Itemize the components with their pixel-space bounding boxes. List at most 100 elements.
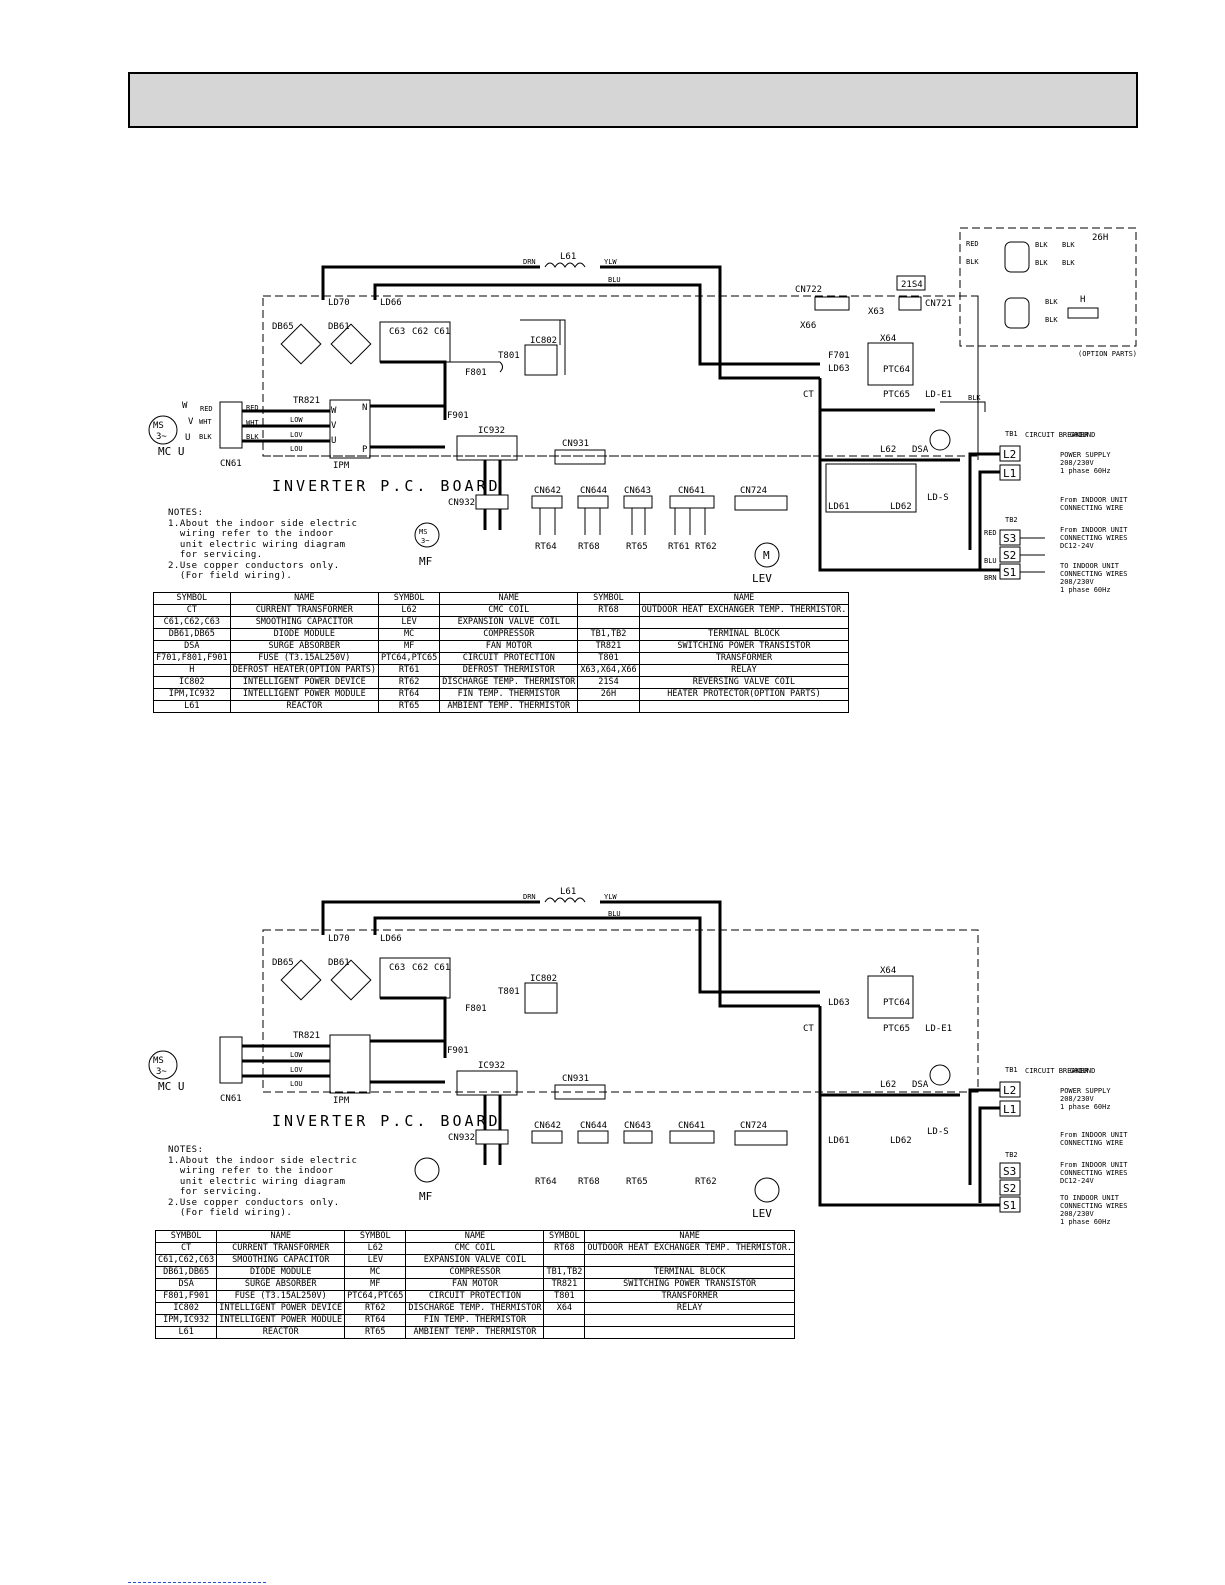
- lev-m-text: M: [763, 549, 770, 562]
- table-cell: DIODE MODULE: [216, 1266, 346, 1279]
- mc-ms-text-2: MS: [153, 1056, 164, 1066]
- cn642-connector: [531, 495, 563, 509]
- indoor2-label: From INDOOR UNIT: [1060, 526, 1128, 534]
- ground-label-2: GROUND: [1070, 1067, 1095, 1075]
- table-cell: TB1,TB2: [577, 628, 640, 641]
- cn642-label: CN642: [534, 486, 561, 496]
- ic932-label-2: IC932: [478, 1061, 505, 1071]
- table-cell: FAN MOTOR: [405, 1278, 545, 1291]
- tb1-label-2: TB1: [1005, 1066, 1018, 1074]
- indoor3b-label: CONNECTING WIRES: [1060, 570, 1127, 578]
- table-cell: CMC COIL: [405, 1242, 545, 1255]
- indoor1-label-2: From INDOOR UNIT: [1060, 1131, 1128, 1139]
- table-cell: CT: [154, 1242, 218, 1255]
- x64-label: X64: [880, 334, 896, 344]
- ld61-label: LD61: [828, 502, 850, 512]
- c62-label: C62: [412, 327, 428, 337]
- table-cell: 21S4: [577, 676, 640, 689]
- table-cell: PTC64,PTC65: [344, 1290, 407, 1303]
- table-cell: T801: [577, 652, 640, 665]
- terminal-l2-label: L2: [1003, 448, 1016, 461]
- table-cell: TRANSFORMER: [584, 1290, 796, 1303]
- x63-label: X63: [868, 307, 884, 317]
- db65-diode-module: [280, 323, 322, 365]
- power3-label: 1 phase 60Hz: [1060, 467, 1111, 475]
- board-outline-2: [262, 929, 979, 1093]
- 21s4-label: 21S4: [901, 280, 923, 290]
- table-cell: [584, 1254, 796, 1267]
- table-cell: DB61,DB65: [154, 1266, 218, 1279]
- tb2-label-2: TB2: [1005, 1151, 1018, 1159]
- ic802-label-2: IC802: [530, 974, 557, 984]
- schematic-2: DRN L61 YLW BLU LD70 LD66 DB65 DB61 C63 …: [148, 887, 1128, 1226]
- table-header-cell: SYMBOL: [543, 1230, 586, 1243]
- cn931-connector: [554, 449, 606, 465]
- table-cell: HEATER PROTECTOR(OPTION PARTS): [638, 688, 850, 701]
- table-cell: L62: [344, 1242, 407, 1255]
- f901-label-2: F901: [447, 1046, 469, 1056]
- table-header-cell: SYMBOL: [577, 592, 640, 605]
- table-cell: DISCHARGE TEMP. THERMISTOR: [439, 676, 579, 689]
- dsa-label: DSA: [912, 445, 929, 455]
- table-cell: CMC COIL: [439, 604, 579, 617]
- dsa-label-2: DSA: [912, 1080, 929, 1090]
- table-cell: RT64: [377, 688, 441, 701]
- ptc65-label-2: PTC65: [883, 1024, 910, 1034]
- ic932-module: [456, 435, 518, 461]
- power2-label: 208/230V: [1060, 459, 1095, 467]
- power-label-2: POWER SUPPLY: [1060, 1087, 1111, 1095]
- ld62-label: LD62: [890, 502, 912, 512]
- table-cell: F801,F901: [154, 1290, 218, 1303]
- ld70-label-2: LD70: [328, 934, 350, 944]
- table-cell: AMBIENT TEMP. THERMISTOR: [405, 1326, 545, 1339]
- table-cell: IC802: [154, 1302, 218, 1315]
- cn643-connector: [623, 495, 653, 509]
- cn932-label-2: CN932: [448, 1133, 475, 1143]
- lev-coil-icon-2: [754, 1177, 780, 1203]
- table-header-cell: NAME: [405, 1230, 545, 1243]
- table-cell: 26H: [577, 688, 640, 701]
- wire-ylw-label: YLW: [604, 258, 617, 266]
- ipm-lov: LOV: [290, 431, 303, 439]
- cn61-blk: BLK: [246, 433, 259, 441]
- table-cell: DIODE MODULE: [229, 628, 379, 641]
- lde1-blk: BLK: [968, 394, 981, 402]
- t801-label: T801: [498, 351, 520, 361]
- table-cell: RELAY: [584, 1302, 796, 1315]
- table-cell: TERMINAL BLOCK: [584, 1266, 796, 1279]
- table-cell: IPM,IC932: [153, 688, 231, 701]
- cn722-connector: [814, 296, 850, 311]
- cn931-connector-2: [554, 1084, 606, 1100]
- dsa-surge-absorber-2: [929, 1064, 951, 1086]
- c63-label-2: C63: [389, 963, 405, 973]
- table-cell: RT68: [577, 604, 640, 617]
- ic932-label: IC932: [478, 426, 505, 436]
- wiring-diagram-1: (OPTION PARTS) DRN L61 YLW BLU LD70 LD66…: [0, 220, 1225, 600]
- ic802-device: [524, 344, 558, 376]
- indoor3c-label-2: 208/230V: [1060, 1210, 1095, 1218]
- ct-label: CT: [803, 390, 814, 400]
- ld66-label: LD66: [380, 298, 402, 308]
- ld70-label: LD70: [328, 298, 350, 308]
- terminal-s3-label-2: S3: [1003, 1165, 1016, 1178]
- db61-diode-module: [330, 323, 372, 365]
- ground-label: GROUND: [1070, 431, 1095, 439]
- cn643-label-2: CN643: [624, 1121, 651, 1131]
- table-cell: PTC64,PTC65: [377, 652, 441, 665]
- mf-label: MF: [419, 555, 432, 568]
- ic802-label: IC802: [530, 336, 557, 346]
- c62-label-2: C62: [412, 963, 428, 973]
- option-parts-label: (OPTION PARTS): [1078, 350, 1137, 358]
- table-cell: MC: [377, 628, 441, 641]
- table-cell: L61: [153, 700, 231, 713]
- indoor2c-label: DC12-24V: [1060, 542, 1095, 550]
- table-cell: IPM,IC932: [154, 1314, 218, 1327]
- h-label: H: [1080, 295, 1085, 305]
- table-cell: OUTDOOR HEAT EXCHANGER TEMP. THERMISTOR.: [638, 604, 850, 617]
